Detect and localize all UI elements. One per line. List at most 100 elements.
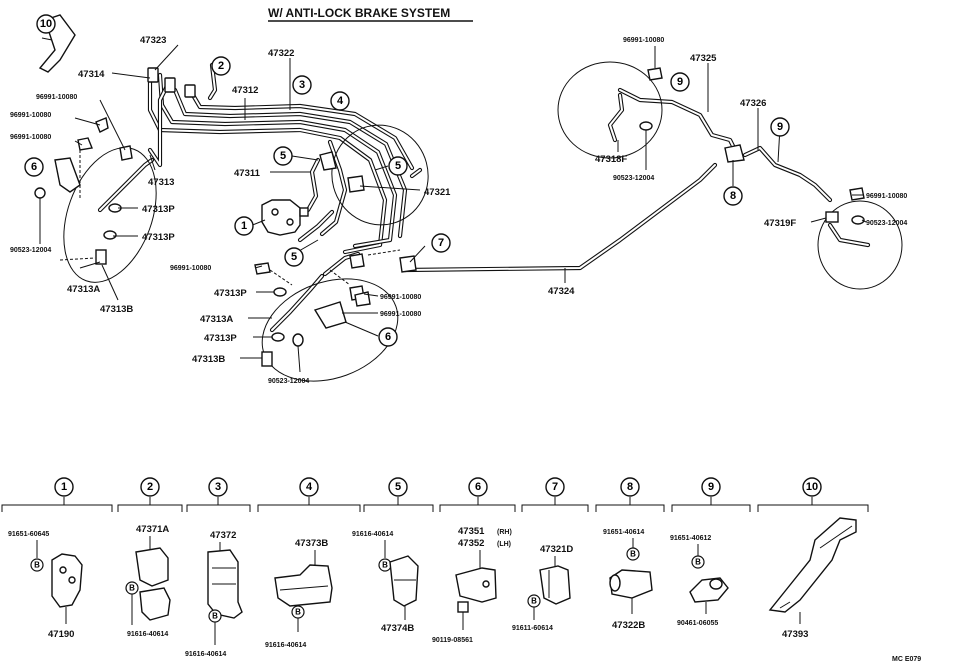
- svg-text:6: 6: [385, 331, 391, 343]
- catalog-code: MC E079: [892, 656, 921, 663]
- callout-9: 9: [770, 117, 790, 137]
- legend-part-label: 47373B: [295, 538, 328, 549]
- rear-left-wheel-outline: [557, 61, 663, 159]
- svg-text:B: B: [695, 558, 701, 567]
- svg-text:6: 6: [475, 481, 481, 493]
- svg-text:2: 2: [218, 60, 224, 72]
- legend-part-label: 91651-40612: [670, 535, 711, 542]
- svg-text:8: 8: [730, 190, 736, 202]
- connector-part: [609, 569, 653, 599]
- svg-text:B: B: [630, 550, 636, 559]
- svg-text:5: 5: [291, 251, 297, 263]
- label-47313B: 47313B: [192, 354, 225, 365]
- svg-text:B: B: [34, 561, 40, 570]
- leader-lines: [39, 37, 867, 373]
- bolt-mark: B: [208, 609, 222, 623]
- svg-text:2: 2: [147, 481, 153, 493]
- bolt-mark: B: [291, 605, 305, 619]
- part-labels: 47323 47322 47314 47312 96991-10080 9699…: [10, 35, 907, 385]
- block-part: [539, 565, 571, 605]
- bracket-part: [455, 567, 497, 603]
- legend-number-7: 7: [545, 477, 565, 497]
- label-96991-10080: 96991-10080: [36, 94, 77, 101]
- label-96991-10080: 96991-10080: [170, 265, 211, 272]
- legend-number-5: 5: [388, 477, 408, 497]
- diagram-title: W/ ANTI-LOCK BRAKE SYSTEM: [268, 6, 450, 20]
- legend-number-10: 10: [802, 477, 822, 497]
- svg-text:6: 6: [31, 161, 37, 173]
- label-47313A: 47313A: [67, 284, 100, 295]
- bolt-mark: B: [125, 581, 139, 595]
- legend-number-6: 6: [468, 477, 488, 497]
- legend-part-label: 47374B: [381, 623, 414, 634]
- callout-5: 5: [273, 146, 293, 166]
- label-96991-10080: 96991-10080: [380, 294, 421, 301]
- legend-part-label: 47351: [458, 526, 485, 537]
- legend-part-label: 91651-40614: [603, 529, 644, 536]
- svg-text:B: B: [129, 584, 135, 593]
- legend-part-label: 47321D: [540, 544, 573, 555]
- label-47321: 47321: [424, 187, 451, 198]
- dashed-guide: [269, 269, 293, 286]
- callout-1: 1: [234, 216, 254, 236]
- legend-part-label: 47352: [458, 538, 484, 549]
- bolt-mark: B: [527, 594, 541, 608]
- dashed-guide: [329, 269, 351, 286]
- legend-part-label: 47372: [210, 530, 236, 541]
- legend-part-label: (LH): [497, 541, 511, 548]
- callout-9: 9: [670, 72, 690, 92]
- label-47313P: 47313P: [142, 204, 175, 215]
- legend-part-label: 90119-08561: [432, 637, 473, 644]
- callout-4: 4: [330, 91, 350, 111]
- legend-part-label: 91616-40614: [265, 642, 306, 649]
- callout-5: 5: [284, 247, 304, 267]
- front-right-wheel-outline: [331, 124, 429, 226]
- svg-text:3: 3: [299, 79, 305, 91]
- bracket-part: [768, 517, 857, 613]
- svg-text:9: 9: [677, 76, 683, 88]
- bolt-mark: B: [378, 558, 392, 572]
- svg-text:B: B: [295, 608, 301, 617]
- callout-10: 10: [36, 14, 56, 34]
- legend-part-label: 91611-60614: [512, 625, 553, 632]
- label-96991-10080: 96991-10080: [866, 193, 907, 200]
- legend-number-1: 1: [54, 477, 74, 497]
- svg-text:3: 3: [215, 481, 221, 493]
- label-47311: 47311: [234, 168, 261, 179]
- label-47319F: 47319F: [764, 218, 796, 229]
- legend-part-label: 91616-40614: [352, 531, 393, 538]
- label-47314: 47314: [78, 69, 105, 80]
- rear-right-wheel-outline: [817, 200, 903, 290]
- callout-5: 5: [388, 156, 408, 176]
- svg-text:B: B: [212, 612, 218, 621]
- svg-text:B: B: [382, 561, 388, 570]
- parts-legend: 1 2 3 4 5 6 7 8 9 10 91651-60645 B 47190…: [1, 477, 869, 658]
- label-90523-12004: 90523-12004: [268, 378, 309, 385]
- callout-2: 2: [211, 56, 231, 76]
- legend-part-label: 47371A: [136, 524, 169, 535]
- label-47323: 47323: [140, 35, 166, 46]
- callout-7: 7: [431, 233, 451, 253]
- label-90523-12004: 90523-12004: [866, 220, 907, 227]
- svg-text:5: 5: [280, 150, 286, 162]
- svg-text:4: 4: [337, 95, 344, 107]
- label-47322: 47322: [268, 48, 294, 59]
- svg-text:1: 1: [241, 220, 247, 232]
- label-96991-10080: 96991-10080: [10, 112, 51, 119]
- label-47312: 47312: [232, 85, 258, 96]
- svg-text:10: 10: [806, 481, 818, 493]
- bolt-part: [457, 601, 469, 613]
- main-brake-line-bundle: [97, 62, 423, 333]
- legend-number-3: 3: [208, 477, 228, 497]
- callout-6: 6: [378, 327, 398, 347]
- callout-3: 3: [292, 75, 312, 95]
- label-47326: 47326: [740, 98, 766, 109]
- abs-valve-part: [51, 553, 83, 608]
- abs-actuator: [261, 199, 309, 236]
- label-47313P: 47313P: [204, 333, 237, 344]
- label-96991-10080: 96991-10080: [10, 134, 51, 141]
- legend-number-9: 9: [701, 477, 721, 497]
- svg-text:5: 5: [395, 160, 401, 172]
- front-left-wheel-outline: [63, 147, 157, 283]
